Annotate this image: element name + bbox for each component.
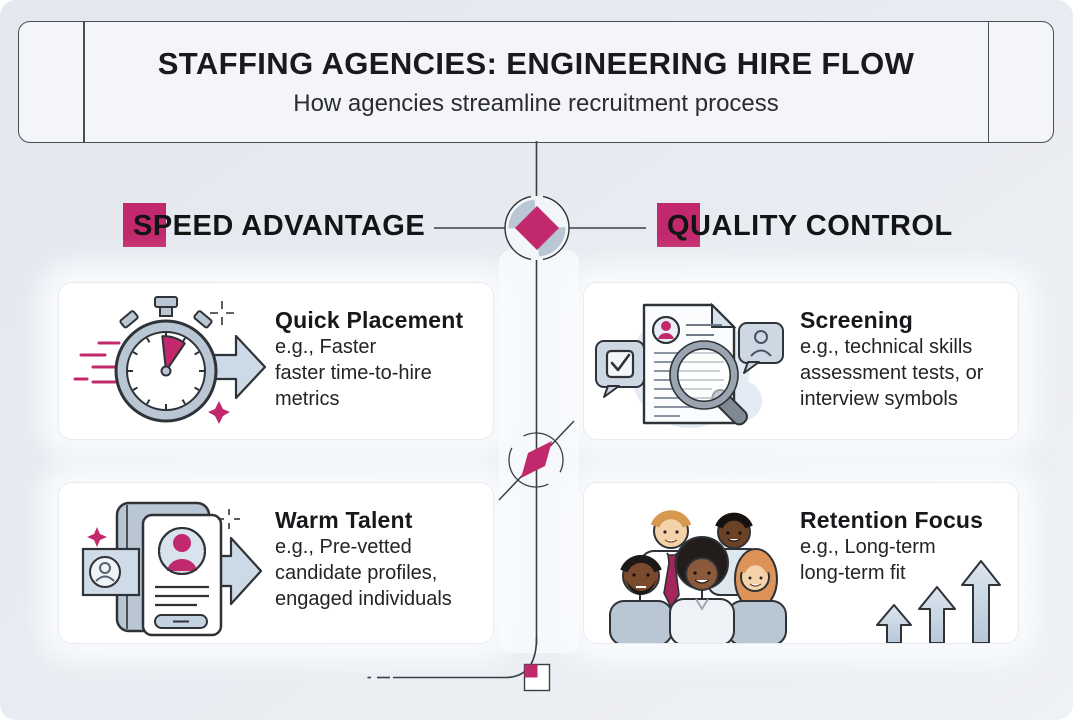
candidate-profile-card-icon xyxy=(81,501,263,637)
resume-magnifier-icon xyxy=(595,302,784,428)
card-title: Screening xyxy=(800,307,914,333)
accent-square xyxy=(123,203,166,247)
sparkle-icon xyxy=(208,401,230,424)
speeding-stopwatch-icon xyxy=(73,296,267,424)
timer-wedge xyxy=(161,335,186,372)
card-title: Retention Focus xyxy=(800,507,984,533)
page-title: STAFFING AGENCIES: ENGINEERING HIRE FLOW xyxy=(157,46,915,81)
card-line: faster time-to-hire xyxy=(275,362,432,384)
checkbox-bubble-icon xyxy=(595,340,645,398)
center-flow-ribbon xyxy=(499,250,579,653)
card-line: e.g., technical skills xyxy=(800,336,973,358)
accent-square xyxy=(657,203,700,247)
card-line: e.g., Long-term xyxy=(800,536,936,558)
flow-node-end-square xyxy=(523,663,551,692)
card-line: assessment tests, or xyxy=(800,362,984,384)
banner-right-rule xyxy=(987,22,989,142)
card-line: e.g., Faster xyxy=(275,336,377,358)
sparkle-icon xyxy=(87,527,107,547)
person-icon xyxy=(609,554,673,643)
card-line: engaged individuals xyxy=(275,588,452,610)
profile-card-icon xyxy=(141,513,223,637)
cross-sparkle-icon xyxy=(210,301,234,325)
card-title: Quick Placement xyxy=(275,307,464,333)
card-warm-talent: Warm Talent e.g., Pre-vetted candidate p… xyxy=(58,482,494,644)
section-heading-quality-label: QUALITY CONTROL xyxy=(667,210,953,242)
cross-sparkle-icon xyxy=(218,509,240,529)
header-banner: STAFFING AGENCIES: ENGINEERING HIRE FLOW… xyxy=(18,21,1054,143)
side-tab-avatar-icon xyxy=(81,547,141,597)
card-retention-focus: Retention Focus e.g., Long-term long-ter… xyxy=(583,482,1019,644)
banner-left-rule xyxy=(83,22,85,142)
section-heading-speed-label: SPEED ADVANTAGE xyxy=(133,210,426,242)
page-subtitle: How agencies streamline recruitment proc… xyxy=(293,90,779,117)
card-quick-placement: Quick Placement e.g., Faster faster time… xyxy=(58,282,494,440)
card-title: Warm Talent xyxy=(275,507,413,533)
magnifier-icon xyxy=(669,340,748,426)
person-icon xyxy=(669,536,735,643)
stopwatch-icon xyxy=(114,296,218,423)
team-group-icon xyxy=(609,510,787,643)
card-line: candidate profiles, xyxy=(275,562,438,584)
card-line: interview symbols xyxy=(800,388,958,410)
person-bubble-icon xyxy=(738,322,784,374)
card-line: long-term fit xyxy=(800,562,906,584)
person-icon xyxy=(727,548,787,643)
card-line: metrics xyxy=(275,388,340,410)
card-line: e.g., Pre-vetted xyxy=(275,536,412,558)
speed-lines-icon xyxy=(73,341,121,384)
card-screening: Screening e.g., technical skills assessm… xyxy=(583,282,1019,440)
growth-arrows-icon xyxy=(876,560,1001,643)
